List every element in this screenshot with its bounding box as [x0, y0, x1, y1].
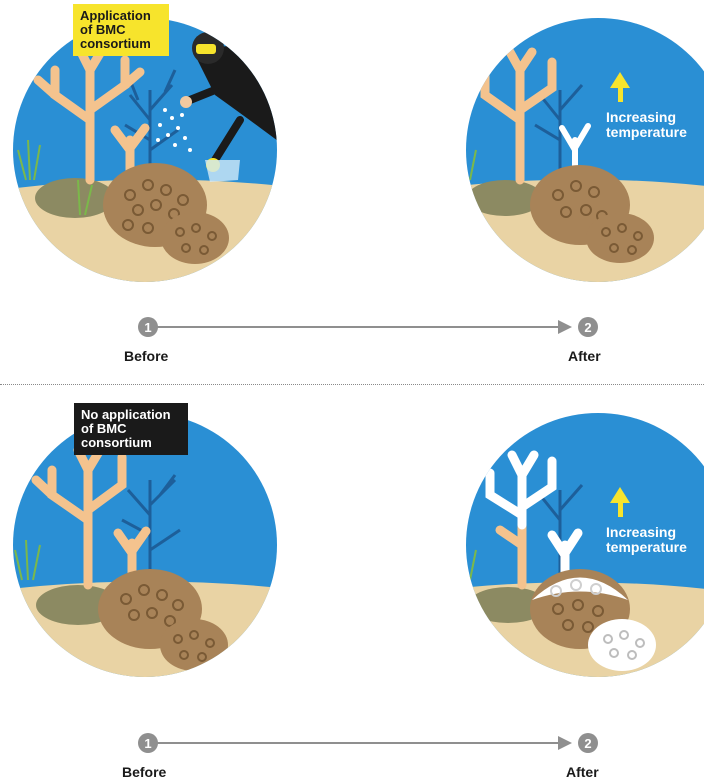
increasing-temperature-label: Increasing temperature	[606, 110, 687, 140]
bleached-boulder	[588, 619, 656, 671]
temp-line: temperature	[606, 125, 687, 140]
increasing-temperature-label: Increasing temperature	[606, 525, 687, 555]
step-number-1: 1	[144, 736, 151, 751]
temp-line: Increasing	[606, 110, 687, 125]
top-after-scene	[440, 0, 704, 290]
step-number-1: 1	[144, 320, 151, 335]
step-number-2: 2	[584, 320, 591, 335]
callout-line: consortium	[80, 37, 162, 51]
top-timeline: 1 2	[130, 310, 610, 346]
before-label: Before	[122, 764, 166, 780]
callout-line: consortium	[81, 436, 181, 450]
callout-line: of BMC	[80, 23, 162, 37]
callout-line: of BMC	[81, 422, 181, 436]
step-number-2: 2	[584, 736, 591, 751]
callout-line: No application	[81, 408, 181, 422]
bottom-timeline: 1 2	[130, 726, 610, 762]
temp-line: temperature	[606, 540, 687, 555]
section-divider	[0, 384, 704, 385]
callout-line: Application	[80, 9, 162, 23]
after-label: After	[566, 764, 599, 780]
temp-line: Increasing	[606, 525, 687, 540]
no-bmc-application-callout: No application of BMC consortium	[74, 403, 188, 455]
before-label: Before	[124, 348, 168, 364]
after-label: After	[568, 348, 601, 364]
bmc-application-callout: Application of BMC consortium	[73, 4, 169, 56]
